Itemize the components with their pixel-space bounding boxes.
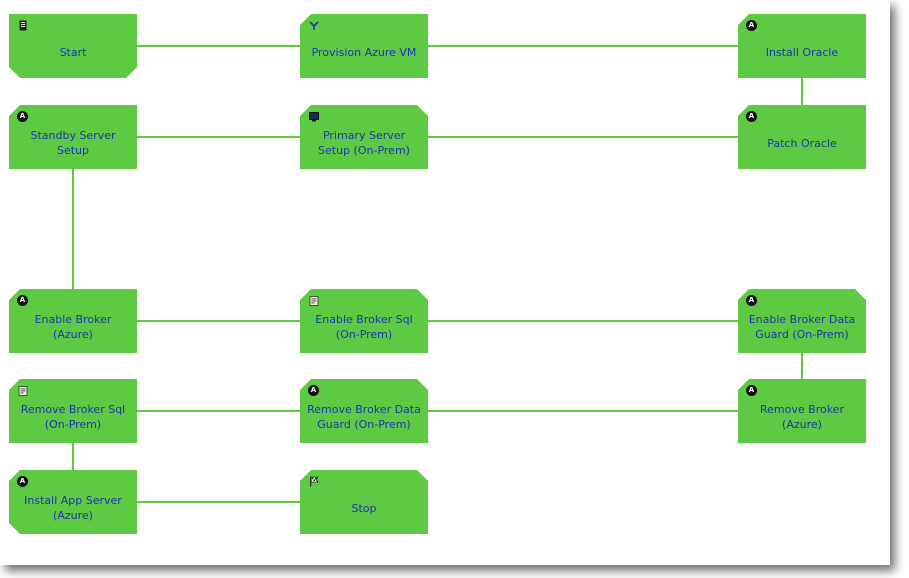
activity-icon: A	[17, 295, 28, 306]
node-standby-server-setup[interactable]: A Standby Server Setup	[9, 105, 137, 169]
activity-icon: A	[746, 20, 757, 31]
node-remove-broker-sql[interactable]: Remove Broker Sql (On-Prem)	[9, 379, 137, 443]
node-enable-broker-sql[interactable]: Enable Broker Sql (On-Prem)	[300, 289, 428, 353]
node-label: Stop	[351, 501, 377, 515]
node-label: Standby Server Setup	[30, 129, 116, 157]
workflow-canvas: Start Provision Azure VM A Install Oracl…	[9, 14, 866, 534]
node-label: Start	[59, 45, 87, 59]
node-label: Remove Broker Sql (On-Prem)	[20, 403, 126, 431]
node-remove-broker-data-guard[interactable]: A Remove Broker Data Guard (On-Prem)	[300, 379, 428, 443]
node-label: Enable Broker Data Guard (On-Prem)	[748, 313, 856, 341]
document-icon	[17, 20, 28, 31]
script-icon	[17, 385, 28, 396]
node-label: Remove Broker Data Guard (On-Prem)	[307, 403, 421, 431]
connector-layer	[72, 45, 803, 503]
node-patch-oracle[interactable]: A Patch Oracle	[738, 105, 866, 169]
branch-icon	[308, 20, 319, 31]
node-label: Primary Server Setup (On-Prem)	[318, 129, 410, 157]
node-primary-server-setup[interactable]: Primary Server Setup (On-Prem)	[300, 105, 428, 169]
activity-icon: A	[746, 385, 757, 396]
activity-icon: A	[746, 295, 757, 306]
node-install-oracle[interactable]: A Install Oracle	[738, 14, 866, 78]
node-label: Install Oracle	[765, 45, 839, 59]
monitor-icon	[308, 111, 319, 122]
node-label: Enable Broker (Azure)	[34, 313, 112, 341]
node-enable-broker-data-guard[interactable]: A Enable Broker Data Guard (On-Prem)	[738, 289, 866, 353]
flag-icon	[308, 476, 319, 487]
node-label: Remove Broker (Azure)	[760, 403, 844, 431]
node-stop[interactable]: Stop	[300, 470, 428, 534]
node-remove-broker-azure[interactable]: A Remove Broker (Azure)	[738, 379, 866, 443]
node-start[interactable]: Start	[9, 14, 137, 78]
node-label: Install App Server (Azure)	[24, 494, 122, 522]
node-enable-broker-azure[interactable]: A Enable Broker (Azure)	[9, 289, 137, 353]
script-icon	[308, 295, 319, 306]
node-provision-azure-vm[interactable]: Provision Azure VM	[300, 14, 428, 78]
activity-icon: A	[17, 111, 28, 122]
activity-icon: A	[17, 476, 28, 487]
activity-icon: A	[746, 111, 757, 122]
node-label: Provision Azure VM	[311, 45, 417, 59]
node-label: Patch Oracle	[767, 136, 837, 150]
node-label: Enable Broker Sql (On-Prem)	[315, 313, 413, 341]
node-install-app-server[interactable]: A Install App Server (Azure)	[9, 470, 137, 534]
activity-icon: A	[308, 385, 319, 396]
